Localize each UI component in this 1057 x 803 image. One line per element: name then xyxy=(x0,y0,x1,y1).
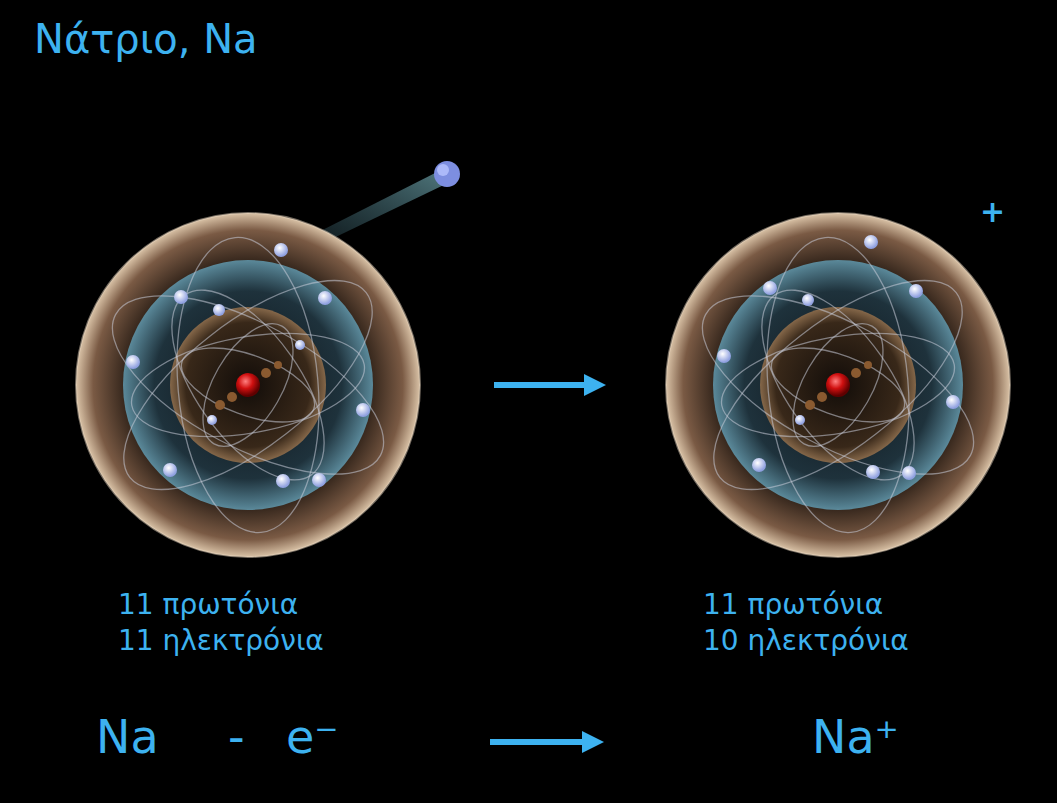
ion-symbol: Na⁺ xyxy=(812,710,899,764)
atom-node: 11 πρωτόνια10 ηλεκτρόνια xyxy=(664,212,1016,662)
particle-count: 10 ηλεκτρόνια xyxy=(703,624,909,658)
element-symbol: Na xyxy=(96,710,159,764)
atom-node: 11 πρωτόνια11 ηλεκτρόνια xyxy=(72,212,428,662)
particle-count: 11 πρωτόνια xyxy=(118,588,298,622)
particle-count: 11 πρωτόνια xyxy=(703,588,883,622)
particle-count: 11 ηλεκτρόνια xyxy=(118,624,324,658)
reaction-arrow xyxy=(494,374,606,396)
title: Νάτριο, Na xyxy=(34,16,258,62)
minus-sign: - xyxy=(228,710,245,764)
electron-symbol: e⁻ xyxy=(286,710,339,764)
charge-sign: + xyxy=(980,194,1005,229)
